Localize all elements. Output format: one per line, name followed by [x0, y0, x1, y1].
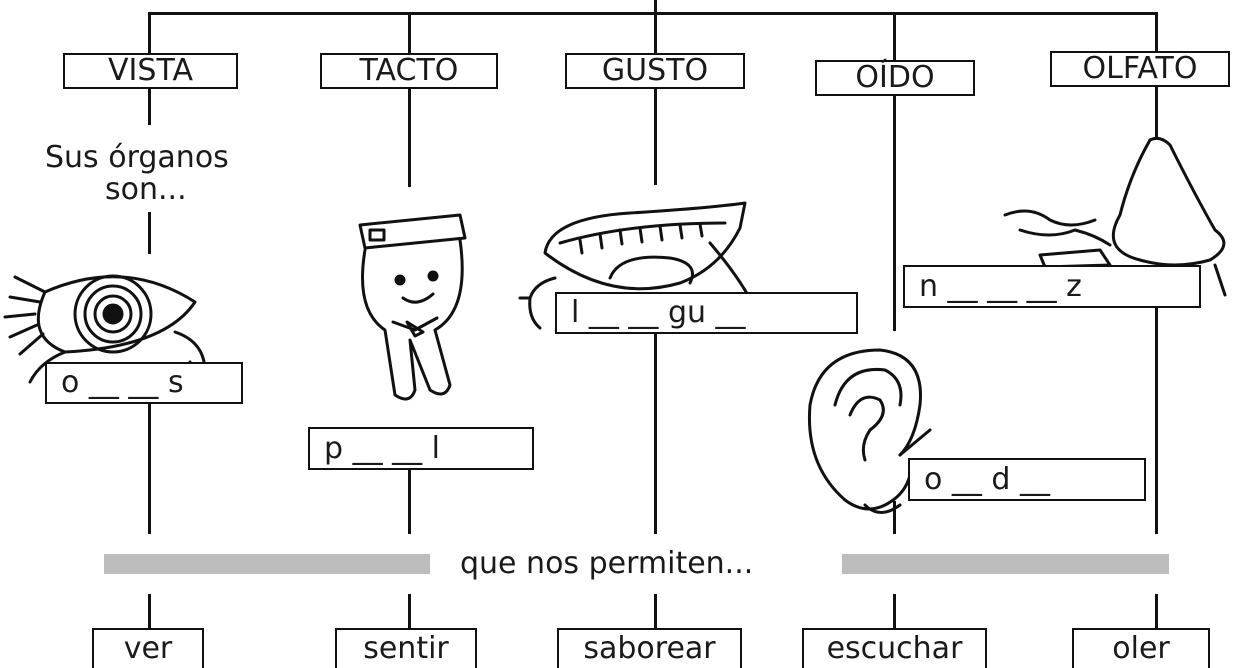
connector-bar-right [842, 554, 1169, 574]
verb-drop-oido [893, 594, 896, 630]
olfato-line-2 [1155, 308, 1158, 534]
drop-oido [893, 12, 896, 62]
verb-drop-olfato [1155, 594, 1158, 630]
oido-line-1 [893, 96, 896, 331]
connector-text: que nos permiten... [460, 546, 754, 581]
drop-gusto [654, 12, 657, 54]
vista-line-2 [148, 212, 151, 254]
tree-bar [148, 12, 1158, 15]
verb-drop-vista [148, 594, 151, 630]
answer-box-gusto[interactable]: l __ __ gu __ [555, 292, 858, 334]
tacto-line-1 [408, 89, 411, 187]
drop-olfato [1155, 12, 1158, 52]
tree-stem [654, 0, 657, 14]
vista-line-1 [148, 89, 151, 125]
verb-box-tacto: sentir [335, 628, 477, 668]
organs-caption-line2: son... [105, 172, 187, 207]
verb-box-vista: ver [92, 628, 204, 668]
sense-box-vista: VISTA [63, 53, 238, 89]
vista-line-3 [148, 404, 151, 534]
gusto-line-1 [654, 89, 657, 185]
verb-box-olfato: oler [1072, 628, 1210, 668]
sense-box-oido: OÍDO [815, 60, 975, 96]
answer-box-oido[interactable]: o __ d __ [908, 458, 1146, 501]
tacto-line-2 [408, 470, 411, 534]
drop-tacto [408, 12, 411, 54]
ear-icon [807, 348, 932, 514]
hand-icon [358, 213, 467, 401]
verb-drop-gusto [654, 594, 657, 630]
connector-bar-left [104, 554, 430, 574]
gusto-line-2 [654, 334, 657, 534]
olfato-line-1 [1155, 87, 1158, 137]
sense-box-gusto: GUSTO [565, 53, 745, 89]
answer-box-olfato[interactable]: n __ __ __ z [903, 265, 1201, 308]
oido-line-2 [893, 501, 896, 534]
sense-box-olfato: OLFATO [1050, 51, 1230, 87]
mouth-icon [518, 201, 757, 330]
verb-box-gusto: saborear [557, 628, 742, 668]
drop-vista [148, 12, 151, 54]
answer-box-tacto[interactable]: p __ __ l [308, 427, 534, 470]
sense-box-tacto: TACTO [320, 53, 498, 89]
organs-caption-line1: Sus órganos [45, 140, 229, 175]
verb-drop-tacto [408, 594, 411, 630]
verb-box-oido: escuchar [802, 628, 987, 668]
answer-box-vista[interactable]: o __ __ s [45, 362, 243, 404]
